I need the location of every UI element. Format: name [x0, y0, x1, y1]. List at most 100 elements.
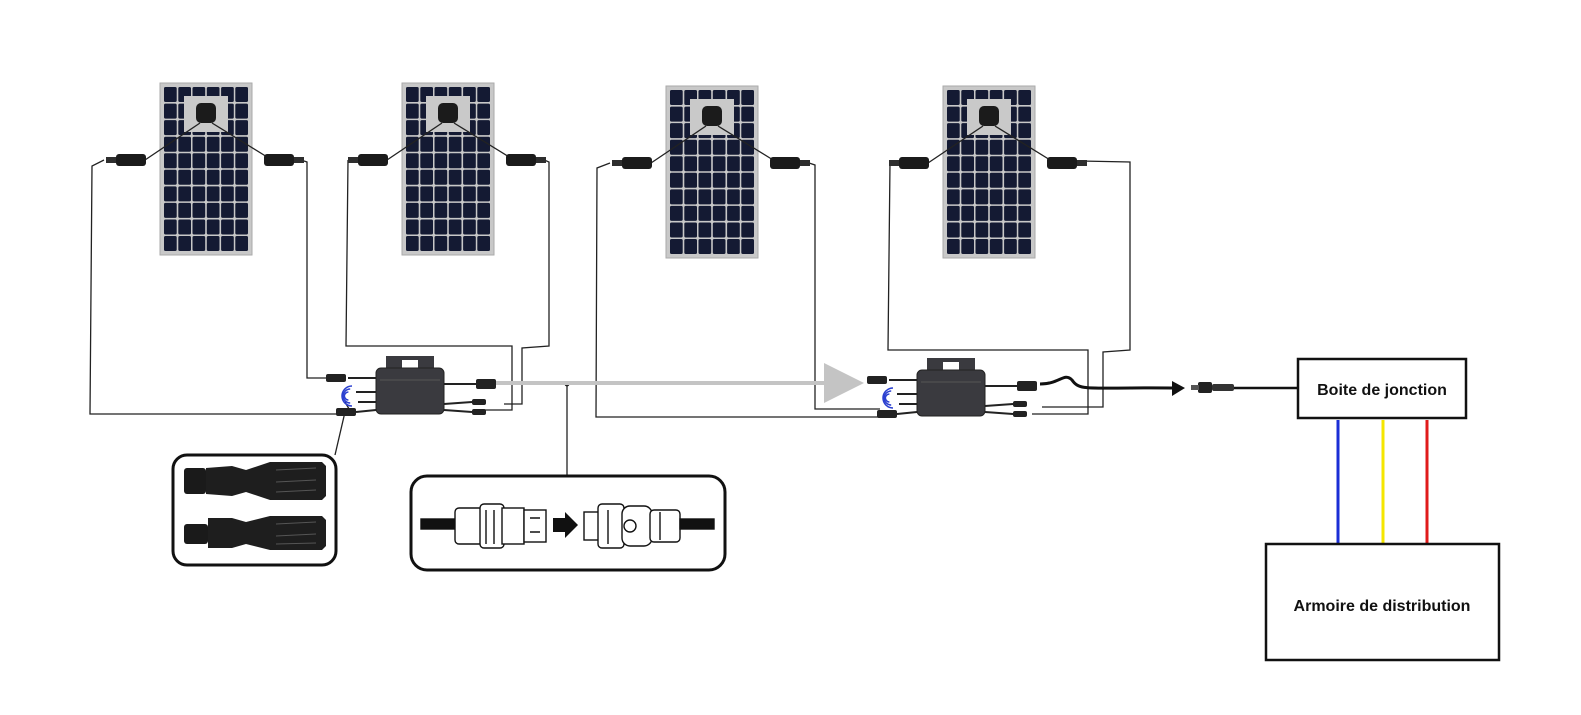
panel-cell [434, 202, 448, 218]
panel-cell [712, 239, 726, 254]
panel-cell [206, 236, 220, 251]
panel-cell [975, 239, 989, 254]
junction-box-label: Boite de jonction [1317, 382, 1447, 399]
panel-cell [741, 205, 754, 221]
panel-cell [989, 139, 1003, 155]
panel-cell [448, 153, 462, 169]
panel-cell [164, 136, 177, 152]
panel-cell [164, 236, 177, 251]
panel-cell [1018, 156, 1031, 172]
panel-cell [670, 106, 683, 122]
panel-cell [406, 87, 419, 102]
arrow-right-icon [553, 512, 578, 538]
panel-cell [206, 219, 220, 235]
panel-cell [192, 236, 206, 251]
panel-cell [989, 239, 1003, 254]
panel-cell [947, 189, 960, 205]
panel-cell [164, 120, 177, 136]
panel-cell [961, 239, 974, 254]
panel-cell [221, 186, 234, 202]
panel-cell [206, 186, 220, 202]
panel-cell [477, 169, 490, 185]
panel-cell [463, 169, 476, 185]
mc4-connector-icon [336, 408, 356, 416]
panel-cell [947, 90, 960, 105]
panel-cell [1004, 205, 1017, 221]
panel-cell [712, 222, 726, 238]
panel-cell [235, 186, 248, 202]
panel-cell [684, 172, 697, 188]
panel-cell [989, 222, 1003, 238]
panel-cell [961, 172, 974, 188]
panel-cell [192, 219, 206, 235]
panel-cell [221, 236, 234, 251]
panel-cell [448, 169, 462, 185]
panel-cell [477, 186, 490, 202]
panel-cell [477, 202, 490, 218]
panel-cell [741, 106, 754, 122]
panel-cell [448, 186, 462, 202]
panel-cell [434, 169, 448, 185]
microinverter [867, 358, 1037, 418]
panel-cell [670, 239, 683, 254]
panel-cell [477, 87, 490, 102]
mc4-connector-icon [184, 516, 326, 550]
panel-cell [221, 219, 234, 235]
panel-cell [420, 153, 433, 169]
mc4-connector-icon [867, 376, 887, 384]
panel-cell [670, 90, 683, 105]
panel-cell [221, 153, 234, 169]
panel-cell [975, 222, 989, 238]
panel-cell [741, 222, 754, 238]
panel-cell [434, 153, 448, 169]
panel-cell [164, 103, 177, 119]
panel-cell [164, 169, 177, 185]
panel-cell [178, 153, 191, 169]
panel-cell [448, 136, 462, 152]
panel-cell [684, 139, 697, 155]
panel-cell [712, 172, 726, 188]
mc4-connector-icon [326, 374, 346, 382]
panel-cell [1018, 205, 1031, 221]
panel-cell [698, 139, 712, 155]
panel-cell [206, 136, 220, 152]
panel-cell [727, 139, 740, 155]
panel-cell [684, 205, 697, 221]
panel-junction-box [979, 106, 999, 126]
mc4-connector-icon [877, 410, 897, 418]
panel-cell [420, 186, 433, 202]
panel-cell [420, 202, 433, 218]
panel-junction-box [438, 103, 458, 123]
panel-cell [670, 172, 683, 188]
microinverter [326, 356, 496, 416]
panel-cell [463, 186, 476, 202]
arrow-right-icon [1172, 381, 1185, 396]
panel-cell [712, 205, 726, 221]
solar-panel [106, 82, 304, 256]
panel-cell [406, 169, 419, 185]
panel-cell [947, 172, 960, 188]
panel-cell [727, 156, 740, 172]
panel-cell [741, 172, 754, 188]
panel-cell [164, 153, 177, 169]
panel-cell [1004, 222, 1017, 238]
panel-cell [164, 219, 177, 235]
panel-cell [178, 219, 191, 235]
cable-panel-2-left [345, 159, 513, 411]
panel-lead-left [144, 122, 201, 161]
panel-cell [727, 205, 740, 221]
panel-cell [235, 236, 248, 251]
cable-panel-1-right [297, 158, 335, 379]
panel-cell [1004, 156, 1017, 172]
panel-cell [1018, 239, 1031, 254]
panel-cell [477, 236, 490, 251]
panel-cell [670, 222, 683, 238]
cable-panel-4-right [1042, 160, 1131, 408]
panel-cell [670, 205, 683, 221]
panel-cell [961, 156, 974, 172]
panel-cell [178, 136, 191, 152]
panel-cell [961, 205, 974, 221]
panel-cell [1004, 139, 1017, 155]
panel-cell [406, 186, 419, 202]
